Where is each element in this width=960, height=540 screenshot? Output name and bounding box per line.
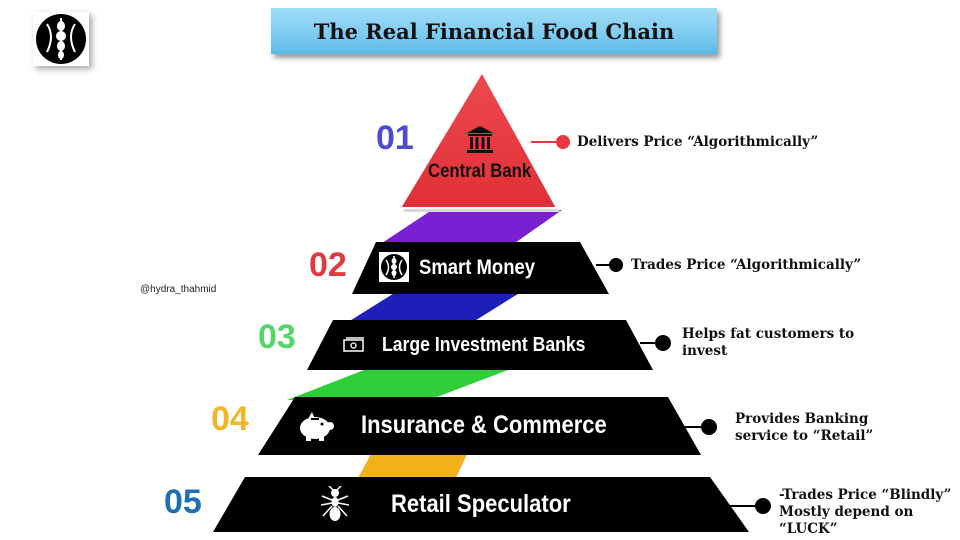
tier-2-number: 02 [309, 246, 347, 284]
tier-3-number: 03 [258, 318, 296, 356]
tier-5-description-line: “LUCK” [779, 521, 838, 537]
tier-4-description-line: Provides Banking [735, 411, 869, 427]
author-handle: @hydra_thahmid [140, 284, 217, 295]
tier-2-label: Smart Money [419, 256, 536, 279]
brand-logo [33, 12, 89, 66]
ant-icon [320, 486, 350, 521]
tier-5-description: -Trades Price “Blindly” Mostly depend on… [779, 487, 951, 538]
tier-3-band [307, 320, 653, 370]
tier-5-label: Retail Speculator [391, 490, 571, 518]
hydra-logo-icon [379, 252, 409, 282]
tier-5-band [213, 477, 749, 532]
pointer-dot-4 [701, 419, 717, 435]
tier-3-label: Large Investment Banks [382, 334, 586, 356]
connector-4-5 [358, 452, 468, 478]
pointer-dot-1 [556, 135, 570, 149]
hydra-logo-icon [36, 14, 86, 64]
connector-3-4 [287, 370, 508, 400]
tier-4-description-line: service to “Retail” [735, 428, 874, 444]
tier-2-band [352, 242, 609, 294]
tier-5-number: 05 [164, 483, 202, 521]
tier-1-number: 01 [376, 119, 414, 157]
tier-1-description-line: Delivers Price “Algorithmically” [577, 134, 819, 150]
pointer-dot-5 [755, 498, 771, 514]
tier-2-description-line: Trades Price “Algorithmically” [631, 257, 862, 273]
tier-4-label: Insurance & Commerce [361, 411, 607, 439]
pointer-dot-3 [655, 335, 671, 351]
tier-1-description: Delivers Price “Algorithmically” [577, 134, 818, 151]
tier-1-label: Central Bank [428, 161, 532, 182]
page-title: The Real Financial Food Chain [313, 18, 675, 44]
piggy-bank-icon [300, 412, 334, 441]
tier-2-description: Trades Price “Algorithmically” [631, 257, 861, 274]
tier-3-description: Helps fat customers to invest [682, 326, 854, 360]
connector-2-3 [348, 292, 521, 322]
tier-4-band [258, 397, 701, 455]
tier-5-description-line: -Trades Price “Blindly” [779, 487, 952, 503]
money-icon [343, 337, 364, 352]
tier-5-description-line: Mostly depend on [779, 504, 914, 520]
tier-3-description-line: invest [682, 343, 728, 359]
tier-4-number: 04 [211, 400, 249, 438]
tier-3-description-line: Helps fat customers to [682, 326, 855, 342]
tier-4-description: Provides Banking service to “Retail” [735, 411, 873, 445]
connector-1-2 [379, 210, 562, 245]
title-banner: The Real Financial Food Chain [271, 8, 717, 54]
pointer-dot-2 [609, 258, 623, 272]
bank-icon [467, 126, 493, 153]
